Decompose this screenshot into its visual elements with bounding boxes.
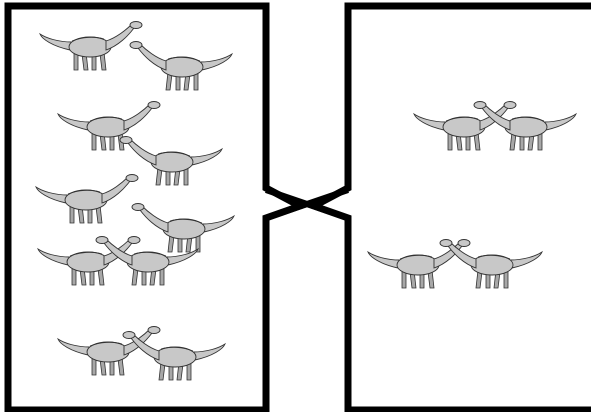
left-enclosure-dinosaurs [35,21,235,381]
dinosaur [39,21,143,71]
passage-connector [265,187,349,221]
dinosaur [131,203,235,253]
right-enclosure-wall [305,2,591,412]
dinosaur [439,239,543,289]
dinosaur [57,101,161,151]
right-enclosure-dinosaurs [367,101,577,289]
dinosaur [122,331,226,381]
dinosaur [35,174,139,224]
dinosaur [129,41,233,91]
